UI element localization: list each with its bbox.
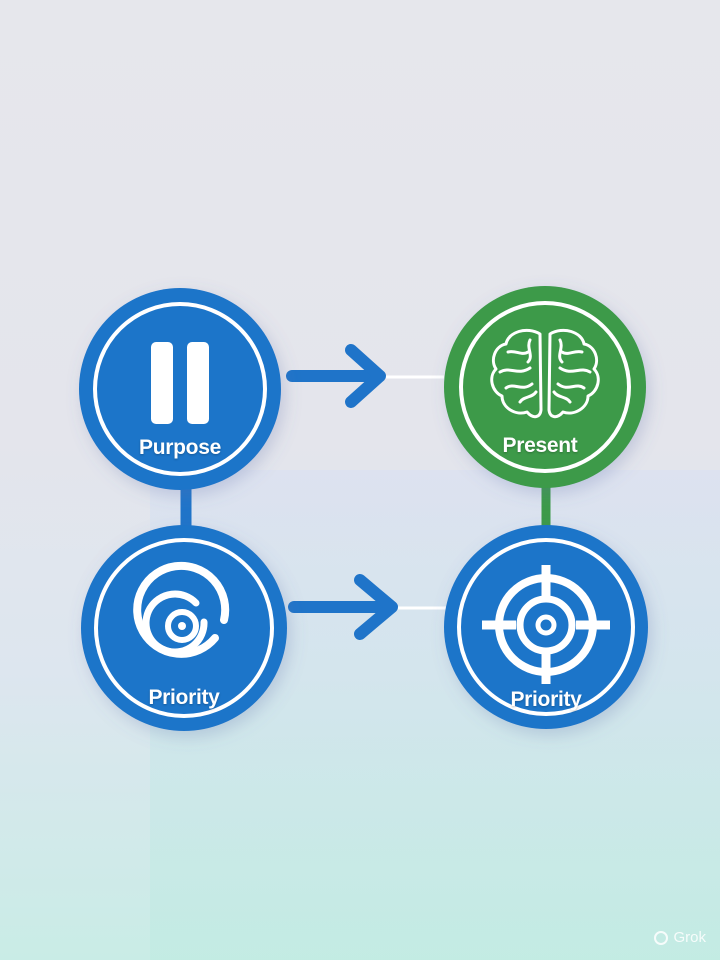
crosshair-icon: [482, 565, 610, 684]
node-label-priority-right: Priority: [510, 688, 582, 711]
arrow-priority-to-priority: [288, 574, 398, 640]
pause-icon: [151, 342, 209, 424]
node-present: [444, 286, 646, 488]
watermark: Grok: [654, 929, 706, 946]
spiral-target-icon: [133, 561, 230, 658]
node-label-priority-left: Priority: [148, 686, 220, 709]
node-label-present: Present: [502, 434, 578, 457]
watermark-text: Grok: [673, 929, 706, 946]
node-label-purpose: Purpose: [139, 436, 221, 459]
arrow-purpose-to-present: [286, 344, 386, 408]
node-priority-right: [444, 525, 648, 729]
grok-icon: [654, 930, 669, 945]
node-purpose: [79, 288, 281, 490]
brain-icon: [490, 328, 600, 419]
